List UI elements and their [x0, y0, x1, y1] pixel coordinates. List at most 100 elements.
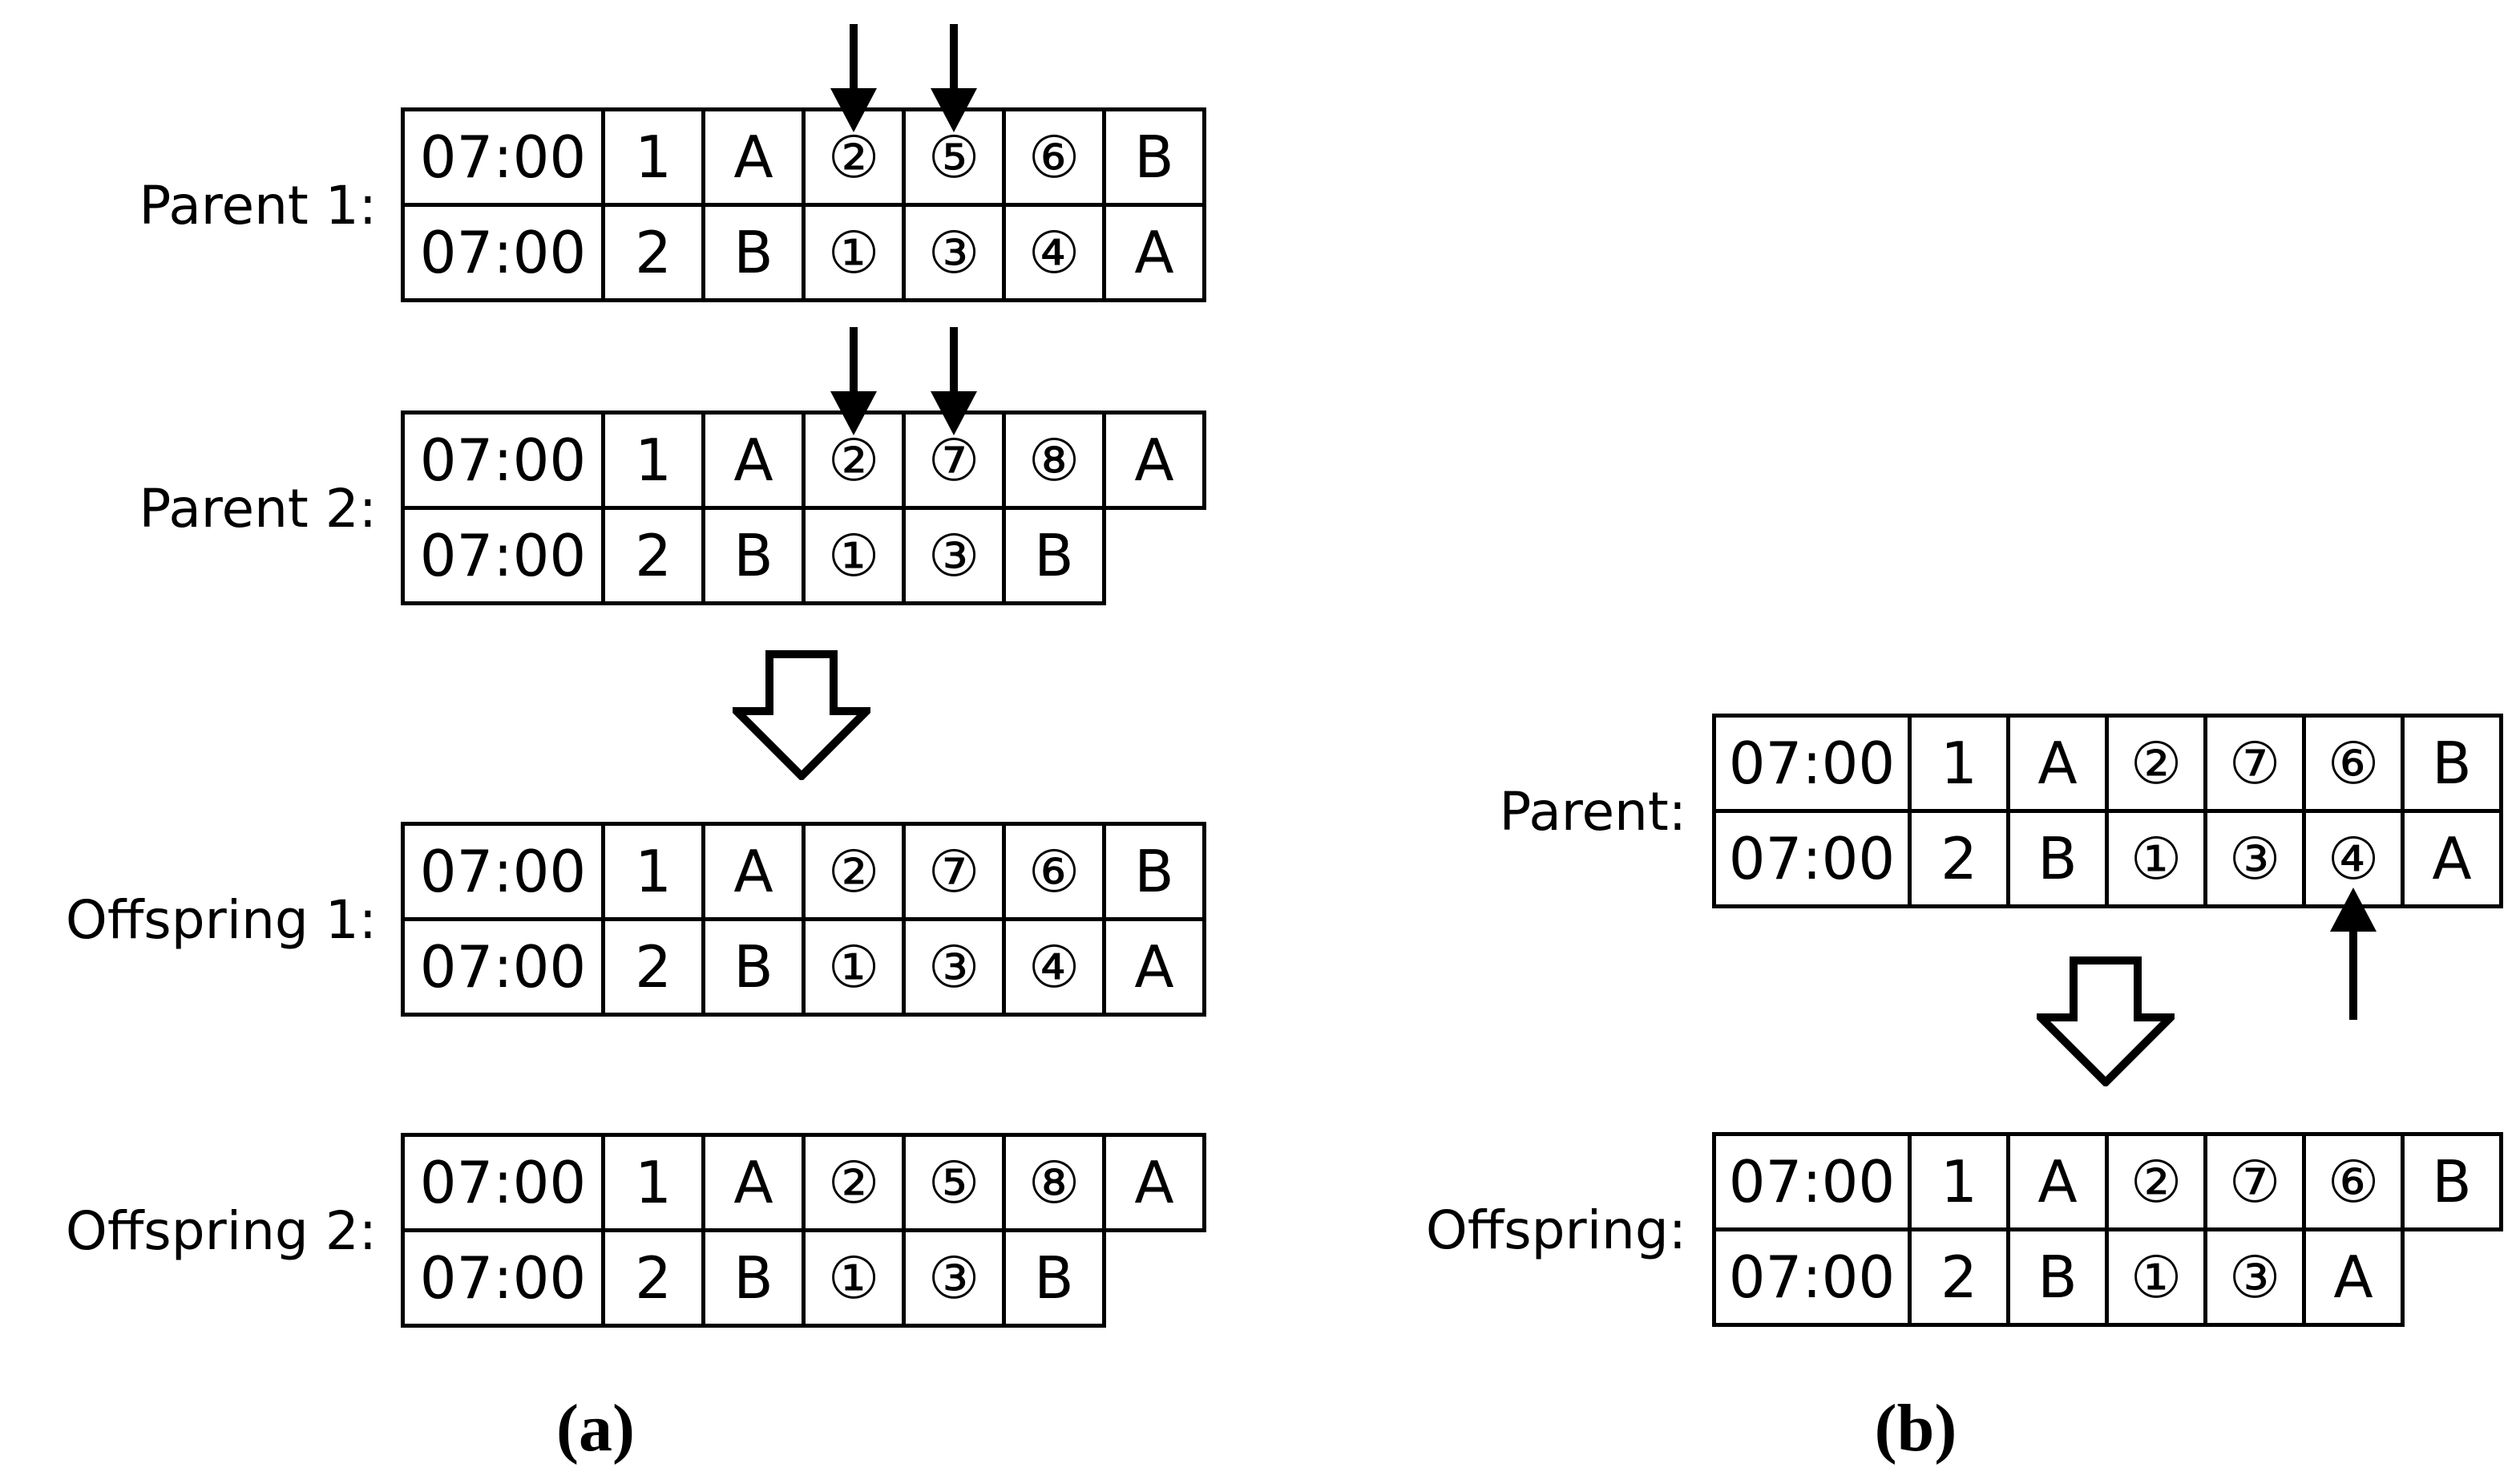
schedule-cell-job-number: ⑧	[1002, 1133, 1106, 1232]
schedule-cell: 07:00	[401, 822, 605, 921]
schedule-cell: B	[701, 203, 806, 302]
schedule-cell: 07:00	[401, 506, 605, 605]
schedule-cell-job-number: ⑥	[1002, 107, 1106, 207]
schedule-cell: 2	[601, 917, 705, 1017]
parent-label: Parent:	[1499, 780, 1686, 843]
schedule-cell: A	[701, 1133, 806, 1232]
schedule-cell-job-number: ①	[2105, 1227, 2207, 1327]
schedule-cell: A	[2006, 1132, 2109, 1231]
schedule-cell-job-number: ①	[802, 1228, 906, 1328]
schedule-cell: B	[2006, 1227, 2109, 1327]
schedule-cell-job-number: ②	[802, 822, 906, 921]
schedule-cell: 2	[601, 203, 705, 302]
schedule-cell-job-number: ⑤	[902, 1133, 1006, 1232]
schedule-cell: B	[2006, 809, 2109, 908]
schedule-cell: A	[2302, 1227, 2405, 1327]
schedule-cell-job-number: ⑧	[1002, 410, 1106, 510]
schedule-cell-job-number: ⑥	[2302, 714, 2405, 813]
schedule-cell-job-number: ③	[2203, 1227, 2306, 1327]
schedule-cell: 2	[1908, 809, 2010, 908]
schedule-cell: 1	[601, 410, 705, 510]
schedule-cell-job-number: ③	[902, 1228, 1006, 1328]
schedule-cell-job-number: ④	[1002, 203, 1106, 302]
crossover-point-down-arrow-icon	[830, 24, 877, 132]
schedule-cell: A	[701, 410, 806, 510]
schedule-cell: B	[1102, 822, 1206, 921]
parent2-label: Parent 2:	[139, 477, 377, 540]
crossover-point-down-arrow-icon	[931, 24, 977, 132]
schedule-cell-job-number: ①	[802, 917, 906, 1017]
schedule-cell-job-number: ①	[2105, 809, 2207, 908]
schedule-cell-job-number: ①	[802, 506, 906, 605]
schedule-cell: 1	[601, 822, 705, 921]
schedule-cell: 07:00	[401, 1228, 605, 1328]
panel-b-caption: (b)	[1874, 1391, 1957, 1466]
schedule-cell: 1	[1908, 714, 2010, 813]
schedule-cell-job-number: ⑦	[2203, 714, 2306, 813]
schedule-cell: B	[701, 506, 806, 605]
schedule-cell: 07:00	[401, 1133, 605, 1232]
schedule-cell: 2	[1908, 1227, 2010, 1327]
schedule-cell: B	[1002, 506, 1106, 605]
schedule-cell-job-number: ④	[2302, 809, 2405, 1020]
schedule-cell: 07:00	[1712, 809, 1912, 908]
panel-a-caption: (a)	[556, 1391, 635, 1466]
schedule-cell: B	[701, 917, 806, 1017]
schedule-cell: B	[1002, 1228, 1106, 1328]
schedule-cell: A	[1102, 203, 1206, 302]
schedule-cell: B	[701, 1228, 806, 1328]
parent1-label: Parent 1:	[139, 174, 377, 237]
schedule-cell: 07:00	[401, 917, 605, 1017]
schedule-cell-job-number: ③	[902, 203, 1006, 302]
crossover-point-down-arrow-icon	[931, 327, 977, 435]
schedule-cell-job-number: ⑥	[1002, 822, 1106, 921]
schedule-cell-job-number: ③	[2203, 809, 2306, 908]
schedule-cell: B	[2401, 714, 2503, 813]
crossover-result-arrow-icon	[733, 650, 870, 780]
schedule-cell-job-number: ③	[902, 506, 1006, 605]
schedule-cell: 07:00	[401, 410, 605, 510]
schedule-cell-job-number: ②	[2105, 1132, 2207, 1231]
schedule-cell: 07:00	[1712, 1132, 1912, 1231]
schedule-cell-job-number: ⑥	[2302, 1132, 2405, 1231]
schedule-cell-job-number: ②	[2105, 714, 2207, 813]
schedule-cell: 07:00	[1712, 1227, 1912, 1327]
schedule-cell-job-number: ②	[802, 327, 906, 510]
schedule-cell: 2	[601, 506, 705, 605]
schedule-cell-job-number: ④	[1002, 917, 1106, 1017]
schedule-cell: 1	[601, 107, 705, 207]
schedule-cell-job-number: ⑤	[902, 24, 1006, 207]
mutation-result-arrow-icon	[2037, 956, 2175, 1086]
schedule-cell-job-number: ⑦	[2203, 1132, 2306, 1231]
schedule-cell: 07:00	[1712, 714, 1912, 813]
schedule-cell: 07:00	[401, 203, 605, 302]
schedule-cell: 07:00	[401, 107, 605, 207]
schedule-cell: A	[2006, 714, 2109, 813]
offspring2-label: Offspring 2:	[65, 1199, 377, 1262]
schedule-cell-job-number: ⑦	[902, 822, 1006, 921]
schedule-cell: 2	[601, 1228, 705, 1328]
schedule-cell: A	[1102, 1133, 1206, 1232]
schedule-cell: A	[701, 822, 806, 921]
schedule-cell: 1	[601, 1133, 705, 1232]
offspring-label: Offspring:	[1425, 1199, 1686, 1261]
schedule-cell-job-number: ②	[802, 24, 906, 207]
schedule-cell: A	[1102, 917, 1206, 1017]
schedule-cell-job-number: ①	[802, 203, 906, 302]
